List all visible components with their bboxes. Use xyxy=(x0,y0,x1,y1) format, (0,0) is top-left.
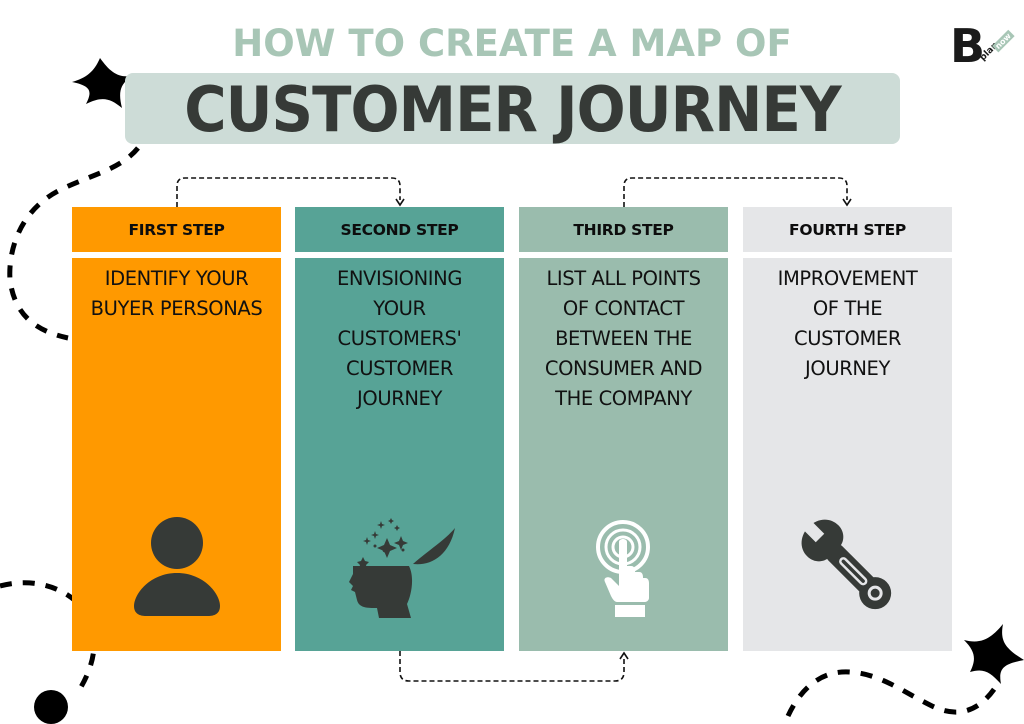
step-3-header: THIRD STEP xyxy=(519,207,728,252)
page-title: CUSTOMER JOURNEY xyxy=(184,73,841,146)
step-2-header: SECOND STEP xyxy=(295,207,504,252)
wrench-icon xyxy=(801,519,892,610)
step-2-card: ENVISIONING YOUR CUSTOMERS' CUSTOMER JOU… xyxy=(295,258,504,651)
step-2-text: ENVISIONING YOUR CUSTOMERS' CUSTOMER JOU… xyxy=(336,267,463,410)
person-icon xyxy=(134,517,220,616)
arrowhead-3-to-4 xyxy=(842,198,852,207)
step-1-text: IDENTIFY YOUR BUYER PERSONAS xyxy=(90,267,263,320)
connector-arrow-3-to-4 xyxy=(623,177,848,207)
brand-logo: B plan now xyxy=(950,20,1015,76)
arrowhead-2-to-3 xyxy=(619,651,629,660)
step-4-card: IMPROVEMENT OF THE CUSTOMER JOURNEY xyxy=(743,258,952,651)
step-1-card: IDENTIFY YOUR BUYER PERSONAS xyxy=(72,258,281,651)
step-1-header: FIRST STEP xyxy=(72,207,281,252)
touch-finger-icon xyxy=(596,520,650,617)
step-4-text: IMPROVEMENT OF THE CUSTOMER JOURNEY xyxy=(777,267,918,380)
step-3-card: LIST ALL POINTS OF CONTACT BETWEEN THE C… xyxy=(519,258,728,651)
open-head-stars-icon xyxy=(349,518,455,618)
sparkle-icon-bottom-right xyxy=(964,624,1024,684)
subtitle: HOW TO CREATE A MAP OF xyxy=(232,22,792,65)
arrowhead-1-to-2 xyxy=(395,198,405,207)
logo-letter: B xyxy=(950,19,986,73)
dashed-curve-bottom-right xyxy=(785,669,1003,718)
step-3-text: LIST ALL POINTS OF CONTACT BETWEEN THE C… xyxy=(544,267,703,410)
connector-arrow-2-to-3 xyxy=(399,651,625,682)
dot-bottom-left xyxy=(34,690,68,724)
connector-arrow-1-to-2 xyxy=(176,177,401,207)
step-4-header: FOURTH STEP xyxy=(743,207,952,252)
title-box xyxy=(125,73,900,144)
